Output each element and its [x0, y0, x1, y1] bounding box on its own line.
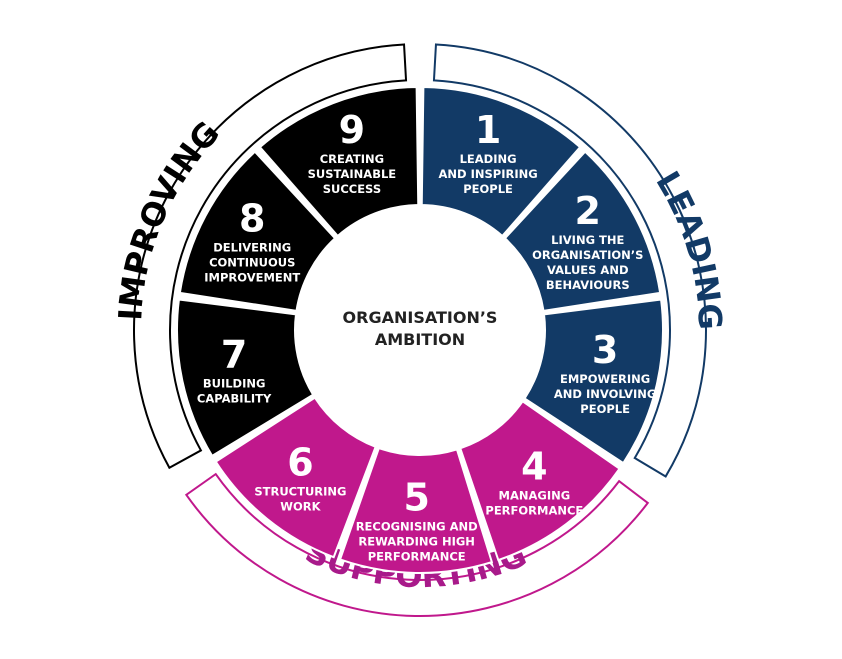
segment-5-shape: [338, 446, 494, 574]
segment-2-number: 2: [575, 189, 601, 233]
segment-3-shape: [523, 298, 664, 465]
segment-6-number: 6: [287, 441, 313, 485]
segment-2-label-line: BEHAVIOURS: [546, 278, 630, 292]
segment-5-label-line: RECOGNISING AND: [356, 519, 478, 533]
improving-outer-ring: [133, 43, 408, 470]
segment-6-label-line: STRUCTURING: [254, 485, 346, 499]
segment-4-label-line: MANAGING: [499, 489, 571, 503]
segment-2-label-line: ORGANISATION’S: [532, 248, 643, 262]
segment-9-shape: [258, 86, 420, 238]
segment-5-number: 5: [403, 475, 429, 519]
segment-3-label-line: AND INVOLVING: [554, 387, 656, 401]
segment-1-label-line: AND INSPIRING: [439, 167, 538, 181]
segment-8-label-line: IMPROVEMENT: [204, 270, 300, 284]
segment-3-label-line: PEOPLE: [580, 402, 630, 416]
segment-1-label-line: PEOPLE: [463, 182, 513, 196]
segment-6-label-line: WORK: [280, 500, 321, 514]
segment-4-shape: [459, 399, 621, 562]
segment-5-label-line: REWARDING HIGH: [358, 534, 475, 548]
segment-8-label-line: DELIVERING: [213, 240, 291, 254]
center-label-line: AMBITION: [375, 330, 465, 349]
segment-9-label-line: SUSTAINABLE: [308, 167, 397, 181]
segment-1-label-line: LEADING: [460, 152, 517, 166]
segment-1-number: 1: [475, 108, 501, 152]
segment-8-shape: [178, 150, 337, 313]
segment-7-label-line: CAPABILITY: [197, 392, 272, 406]
segment-9-number: 9: [339, 108, 365, 152]
segment-2-label-line: LIVING THE: [551, 233, 624, 247]
segment-6-shape: [214, 396, 377, 559]
segment-7-number: 7: [221, 333, 247, 377]
center-label: ORGANISATION’S AMBITION: [297, 207, 543, 453]
segment-1-shape: [420, 86, 582, 238]
segment-4-number: 4: [521, 445, 547, 489]
segment-3-number: 3: [592, 328, 618, 372]
segment-2-shape: [503, 150, 662, 313]
segment-5-label-line: PERFORMANCE: [368, 549, 466, 563]
segment-4-label-line: PERFORMANCE: [485, 504, 583, 518]
segment-7-shape: [176, 298, 315, 458]
segment-9-label-line: SUCCESS: [323, 182, 381, 196]
segment-8-label-line: CONTINUOUS: [209, 255, 295, 269]
segment-8-number: 8: [239, 196, 265, 240]
segment-2-label-line: VALUES AND: [547, 263, 629, 277]
segment-3-label-line: EMPOWERING: [560, 372, 650, 386]
segment-7-label-line: BUILDING: [203, 377, 266, 391]
leading-outer-ring: [432, 43, 708, 478]
center-label-line: ORGANISATION’S: [343, 308, 498, 327]
center-circle: [297, 207, 543, 453]
segment-9-label-line: CREATING: [320, 152, 384, 166]
supporting-outer-ring: [184, 472, 650, 617]
